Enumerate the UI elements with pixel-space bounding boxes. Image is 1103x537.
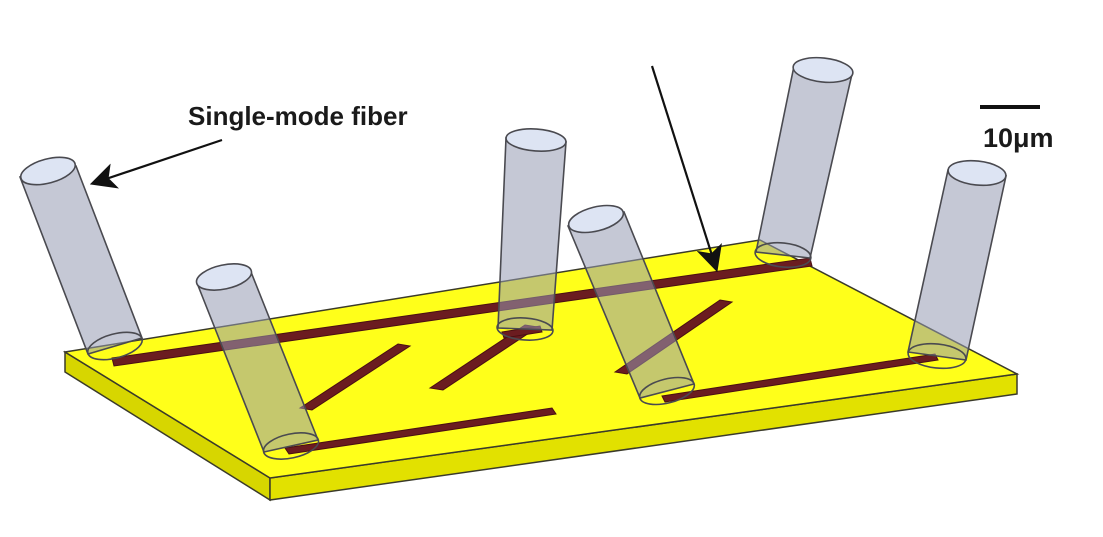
fiber-pointer-arrow bbox=[89, 138, 223, 189]
waveguide-front-left bbox=[284, 407, 557, 455]
single-mode-fiber bbox=[754, 56, 854, 269]
waveguide-diagonal-left bbox=[298, 343, 412, 411]
single-mode-fiber bbox=[496, 128, 567, 341]
single-mode-fiber bbox=[907, 159, 1007, 370]
single-mode-fiber bbox=[566, 204, 696, 406]
single-mode-fiber bbox=[195, 263, 320, 460]
scale-bar: 10μm bbox=[980, 105, 1054, 153]
waveguide-front-right bbox=[661, 353, 939, 403]
single-mode-fiber bbox=[18, 156, 144, 361]
scale-bar-label: 10μm bbox=[983, 123, 1054, 153]
waveguide-pointer-arrow bbox=[650, 65, 722, 273]
fiber-label: Single-mode fiber bbox=[188, 101, 408, 131]
